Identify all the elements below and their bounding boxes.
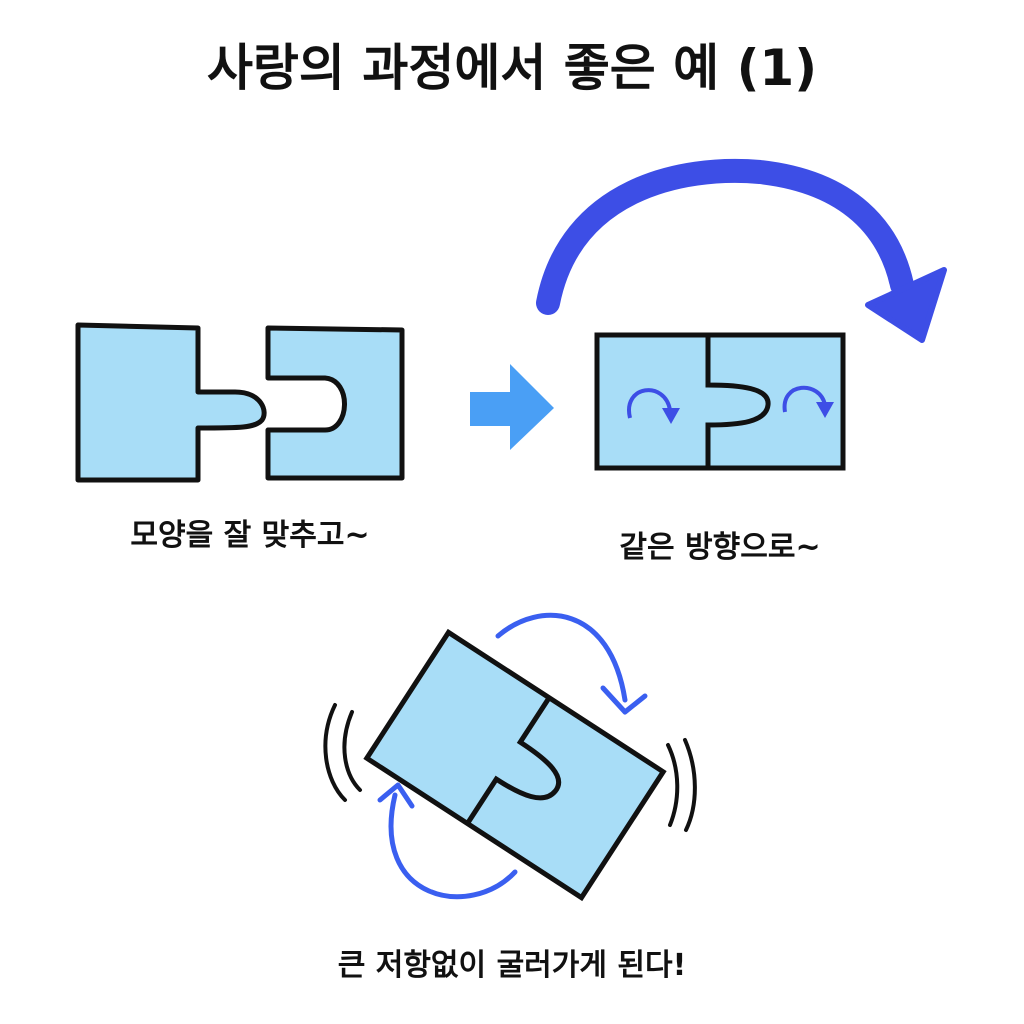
- page-title: 사랑의 과정에서 좋은 예 (1): [206, 39, 818, 97]
- step2-label: 같은 방향으로~: [619, 530, 821, 565]
- vibration-lines-left: [323, 703, 362, 802]
- result-label: 큰 저항없이 굴러가게 된다!: [337, 948, 687, 983]
- vibration-lines-right: [666, 738, 697, 832]
- rolling-puzzle: [363, 628, 667, 902]
- big-curved-arrow: [536, 158, 914, 315]
- rotation-arrow-top: [495, 612, 628, 703]
- rotate-arrow-icon: [627, 388, 672, 419]
- combined-puzzle: [594, 332, 846, 471]
- rotation-arrow-bottom: [388, 792, 518, 900]
- puzzle-piece-notch: [265, 325, 405, 481]
- step1-label: 모양을 잘 맞추고~: [130, 518, 370, 553]
- rotate-arrow-icon: [782, 385, 827, 413]
- right-arrow-icon: [470, 364, 554, 450]
- puzzle-piece-tab: [75, 322, 267, 483]
- combined-puzzle-seam: [705, 335, 771, 468]
- big-arrow-head: [865, 267, 947, 343]
